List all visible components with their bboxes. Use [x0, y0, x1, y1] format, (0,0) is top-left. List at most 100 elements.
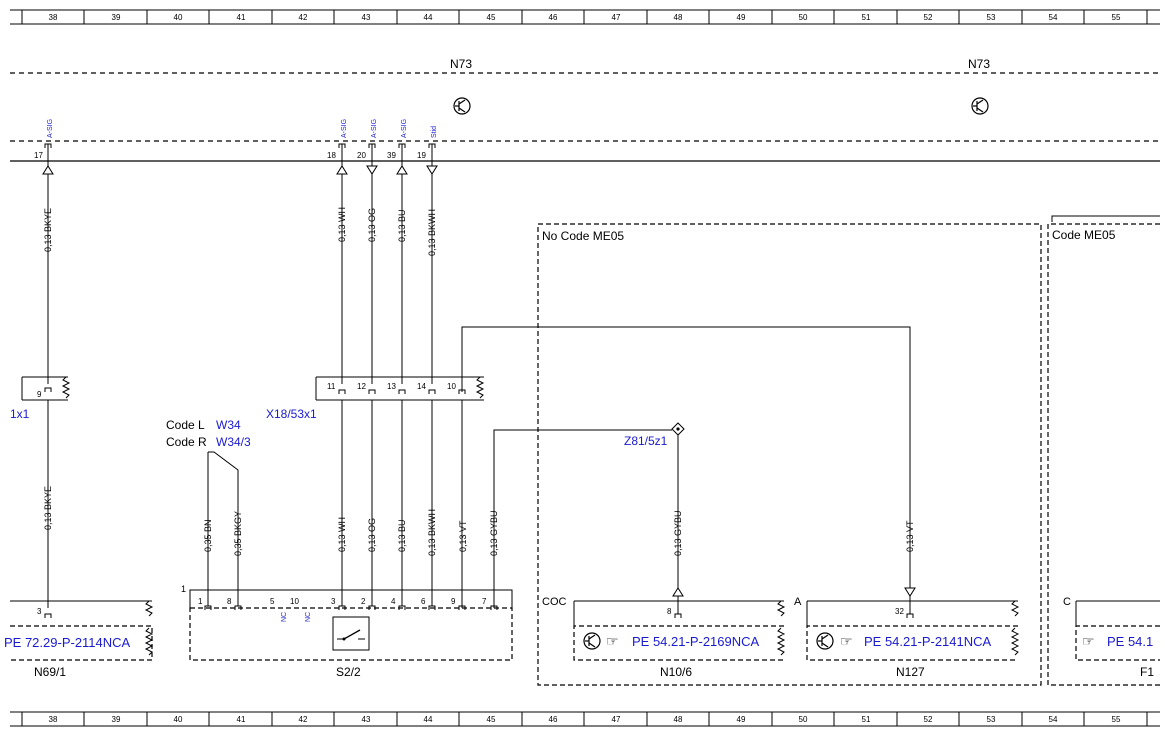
n73-label-right: N73 — [968, 57, 990, 71]
reference-link[interactable]: PE 54.21-P-2169NCA — [632, 634, 760, 649]
ruler-bottom-55: 55 — [1112, 715, 1121, 724]
ruler-top-53: 53 — [987, 13, 996, 22]
component-label: S2/2 — [336, 665, 361, 679]
ruler-top-50: 50 — [799, 13, 808, 22]
ruler-bottom-51: 51 — [862, 715, 871, 724]
ruler-top-54: 54 — [1049, 13, 1058, 22]
ruler-top-41: 41 — [237, 13, 246, 22]
wire-label: 0,13 GYBU — [489, 510, 499, 556]
pin-number: 18 — [327, 151, 336, 160]
pin-number: 9 — [451, 597, 456, 606]
switch-icon — [332, 616, 370, 651]
gybu-wire — [493, 429, 679, 608]
variant-box-label: No Code ME05 — [542, 229, 624, 243]
wire-label: 0,13 GYBU — [673, 510, 683, 556]
ruler-bottom-43: 43 — [362, 715, 371, 724]
vt-loop-wire — [461, 326, 911, 608]
ruler-top-39: 39 — [112, 13, 121, 22]
ruler-top-47: 47 — [612, 13, 621, 22]
pin-number: 1 — [198, 597, 203, 606]
pin-number: 10 — [447, 382, 456, 391]
variant-box-code-me05: Code ME05 — [1047, 215, 1160, 686]
nc-label: NC — [305, 612, 312, 622]
signal-labels: A-SIG A-SIG A-SIG A-SIG Stid — [47, 119, 438, 138]
ruler-bottom-48: 48 — [674, 715, 683, 724]
splice-point-icon — [671, 422, 685, 436]
pin-number: 39 — [387, 151, 396, 160]
code-branch-wires — [207, 451, 239, 510]
component-n127: A 32 ☞ PE 54.21-P-2141NCA N127 — [794, 587, 1020, 679]
ruler-bottom-52: 52 — [924, 715, 933, 724]
variant-box-no-code-me05: No Code ME05 — [537, 223, 1042, 686]
ruler-top-51: 51 — [862, 13, 871, 22]
pin-number: 9 — [37, 390, 42, 399]
ruler-bottom-47: 47 — [612, 715, 621, 724]
pointing-hand-icon: ☞ — [840, 633, 853, 649]
connector-code: C — [1063, 596, 1071, 608]
reference-link[interactable]: PE 72.29-P-2114NCA — [4, 635, 131, 650]
ruler-bottom-50: 50 — [799, 715, 808, 724]
pin-number: 11 — [327, 382, 336, 391]
ruler-bottom-41: 41 — [237, 715, 246, 724]
reference-link[interactable]: PE 54.1 — [1107, 634, 1153, 649]
ruler-bottom-45: 45 — [487, 715, 496, 724]
n73-label-left: N73 — [450, 57, 472, 71]
ruler-bottom-42: 42 — [299, 715, 308, 724]
code-l-label: Code L — [166, 418, 205, 432]
code-r-ref: W34/3 — [216, 435, 251, 449]
pin-number: 5 — [270, 597, 275, 606]
bottom-ruler: 38 39 40 41 42 43 44 45 46 47 48 49 50 5… — [10, 711, 1160, 727]
pin-number: 20 — [357, 151, 366, 160]
upper-wire-labels: 0,13 BKYE 0,13 WH 0,13 OG 0,13 BU 0,13 B… — [43, 207, 437, 256]
variant-box-label: Code ME05 — [1052, 228, 1116, 242]
wire-label: 0,35 BN — [203, 519, 213, 552]
ruler-bottom-44: 44 — [424, 715, 433, 724]
pin-number: 3 — [331, 597, 336, 606]
pointing-hand-icon: ☞ — [606, 633, 619, 649]
code-r-label: Code R — [166, 435, 207, 449]
nc-label: NC — [281, 612, 288, 622]
connector-code: A — [794, 596, 802, 608]
ruler-top-38: 38 — [49, 13, 58, 22]
reference-link[interactable]: PE 54.21-P-2141NCA — [864, 634, 992, 649]
n73-module: N73 N73 — [10, 57, 1160, 142]
wire-label: 0,13 BU — [397, 519, 407, 552]
ruler-bottom-38: 38 — [49, 715, 58, 724]
pointing-hand-icon: ☞ — [1082, 633, 1095, 649]
connector-1x1: 9 1x1 — [10, 376, 71, 421]
wire-label: 0,13 BKYE — [43, 486, 53, 530]
pin-number: 12 — [357, 382, 366, 391]
connector-label: 1x1 — [10, 407, 30, 421]
ruler-top-55: 55 — [1112, 13, 1121, 22]
transistor-icon — [453, 97, 471, 115]
direction-arrows — [42, 165, 438, 175]
pin-number: 32 — [895, 607, 904, 616]
wire-label: 0,13 OG — [367, 518, 377, 552]
component-n10-6: COC 8 ☞ PE 54.21-P-2169NCA N10/6 — [542, 587, 786, 679]
ruler-bottom-53: 53 — [987, 715, 996, 724]
wire-label: 0,13 WH — [337, 517, 347, 552]
signal-label: A-SIG — [47, 119, 54, 138]
wire-label: 0,13 VT — [458, 520, 468, 552]
ruler-top-42: 42 — [299, 13, 308, 22]
pin-number: 17 — [34, 151, 43, 160]
code-l-ref: W34 — [216, 418, 241, 432]
pin-number: 6 — [421, 597, 426, 606]
component-label: F1 — [1140, 665, 1154, 679]
lower-wire-labels: 0,13 BKYE 0,35 BN 0,35 BKGY 0,13 WH 0,13… — [43, 486, 915, 556]
component-right-partial: C ☞ PE 54.1 F1 — [1063, 596, 1160, 679]
component-label: N127 — [896, 665, 925, 679]
wire-label: 0,13 BKYE — [43, 208, 53, 252]
pin-number: 4 — [391, 597, 396, 606]
transistor-icon — [583, 632, 601, 650]
pin-number: 13 — [387, 382, 396, 391]
ruler-bottom-39: 39 — [112, 715, 121, 724]
wire-label: 0,13 BKWH — [427, 509, 437, 556]
ruler-top-40: 40 — [174, 13, 183, 22]
n73-pins: 17 18 20 39 19 — [34, 143, 436, 160]
connector-label: X18/53x1 — [266, 407, 317, 421]
pin-number: 3 — [37, 607, 42, 616]
top-ruler: 38 39 40 41 42 43 44 45 46 47 48 49 50 5… — [10, 9, 1160, 25]
ruler-top-44: 44 — [424, 13, 433, 22]
